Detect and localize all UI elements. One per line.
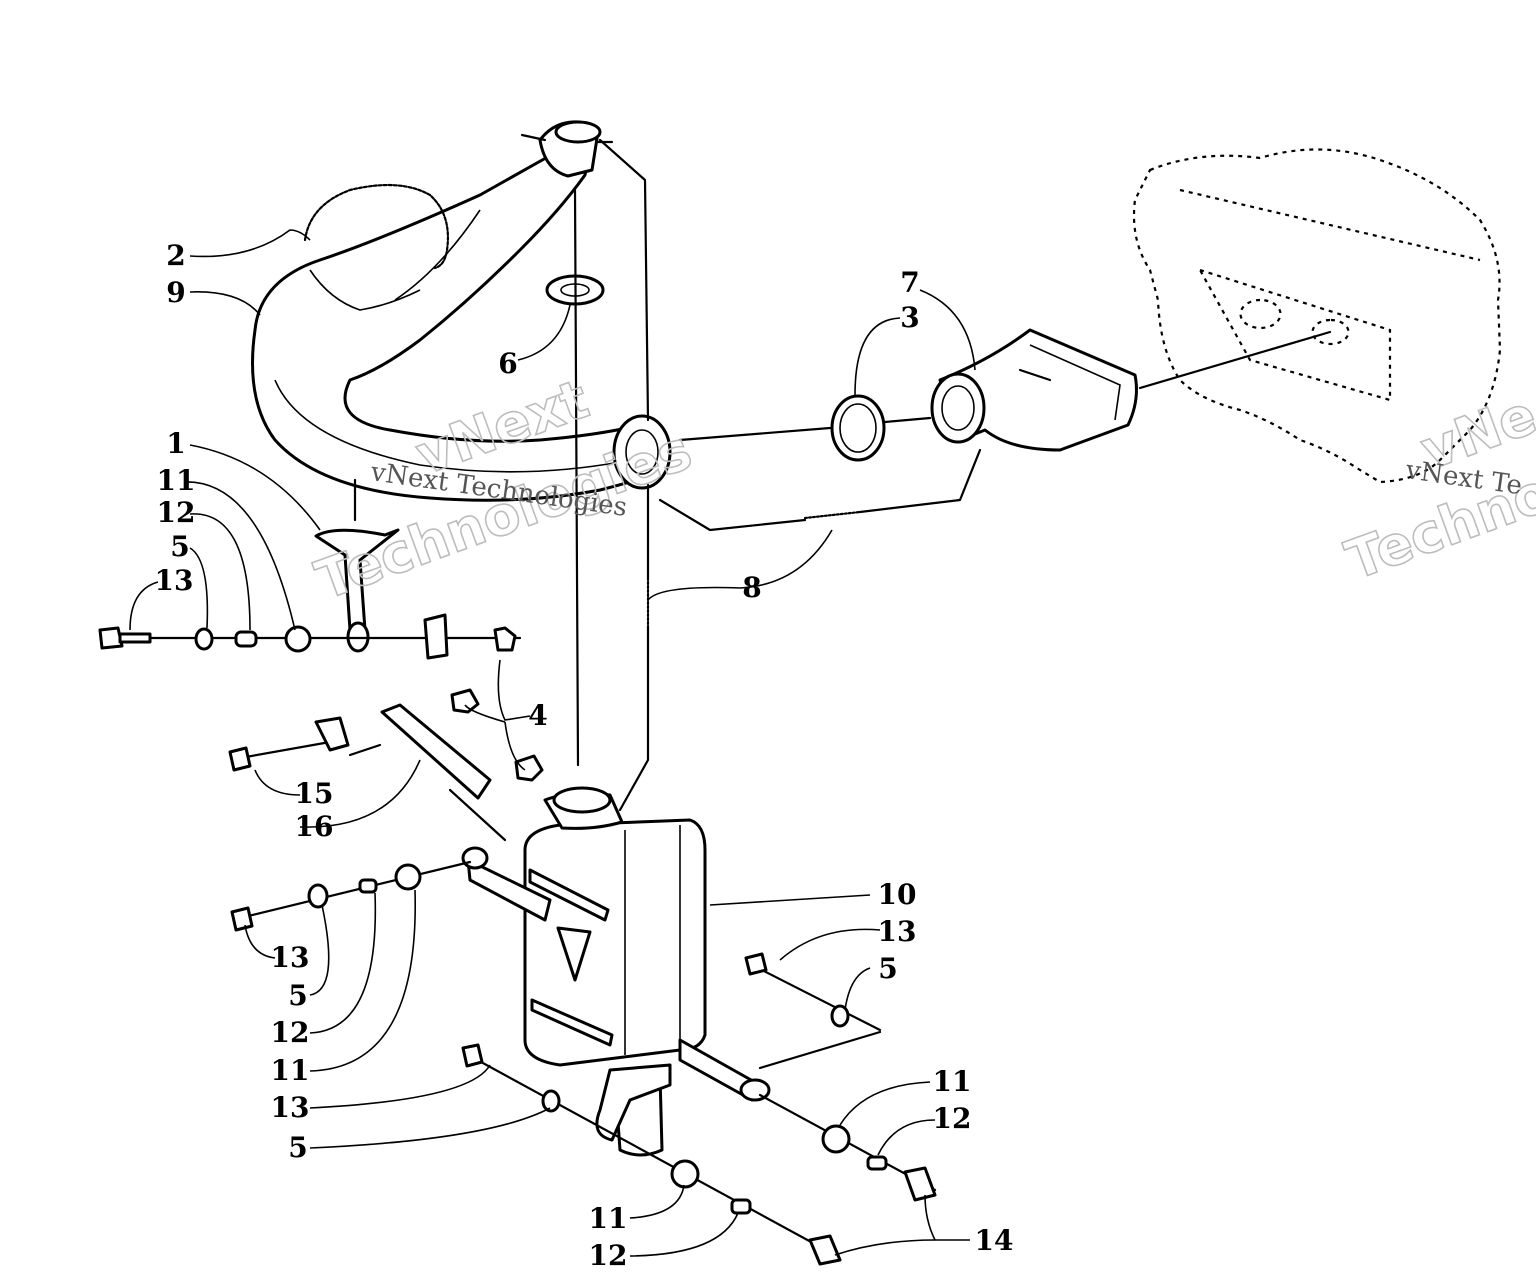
nuts xyxy=(450,688,544,782)
callout-label: 11 xyxy=(271,1054,310,1087)
callout-label: 6 xyxy=(498,347,517,380)
callout-label: 13 xyxy=(155,564,194,597)
callout-label: 8 xyxy=(742,571,761,604)
callout-label: 12 xyxy=(933,1102,972,1135)
bolt-15 xyxy=(228,716,350,772)
callout-label: 5 xyxy=(170,530,189,563)
callout-label: 15 xyxy=(295,777,334,810)
upper-hardware-row xyxy=(98,613,522,660)
lower-middle-hardware xyxy=(461,1043,842,1266)
muffler-canister xyxy=(461,786,771,1157)
callout-label: 14 xyxy=(975,1224,1014,1257)
callout-label: 11 xyxy=(589,1202,628,1235)
callout-label: 5 xyxy=(288,979,307,1012)
callout-label: 7 xyxy=(900,266,919,299)
callout-label: 12 xyxy=(271,1016,310,1049)
exhaust-sleeve xyxy=(830,394,886,462)
callout-label: 5 xyxy=(288,1131,307,1164)
lower-right-hardware xyxy=(744,952,937,1202)
assembly-lines xyxy=(348,138,1332,1070)
bracket-16 xyxy=(380,703,492,800)
leader-lines xyxy=(129,229,976,1257)
callout-labels: 1 2 3 4 5 6 7 8 9 10 11 12 13 14 15 16 1… xyxy=(155,239,1014,1272)
watermark: vNext Technologies vNext Technologies vN… xyxy=(307,366,1536,613)
callout-label: 11 xyxy=(933,1065,972,1098)
callout-label: 10 xyxy=(878,878,917,911)
callout-label: 13 xyxy=(271,1091,310,1124)
callout-label: 12 xyxy=(157,496,196,529)
callout-label: 13 xyxy=(271,941,310,974)
callout-label: 2 xyxy=(166,239,185,272)
engine-outline xyxy=(1132,148,1502,484)
springs xyxy=(646,510,862,630)
callout-label: 11 xyxy=(157,464,196,497)
expansion-chamber xyxy=(251,120,672,502)
lower-left-hardware xyxy=(230,860,472,932)
callout-label: 12 xyxy=(589,1239,628,1272)
callout-label: 4 xyxy=(528,699,547,732)
muffler-spring xyxy=(303,183,449,270)
callout-label: 13 xyxy=(878,915,917,948)
callout-label: 16 xyxy=(295,810,334,843)
callout-label: 5 xyxy=(878,952,897,985)
exhaust-manifold xyxy=(930,328,1138,452)
callout-label: 3 xyxy=(900,301,919,334)
callout-label: 1 xyxy=(166,427,185,460)
callout-label: 9 xyxy=(166,276,185,309)
